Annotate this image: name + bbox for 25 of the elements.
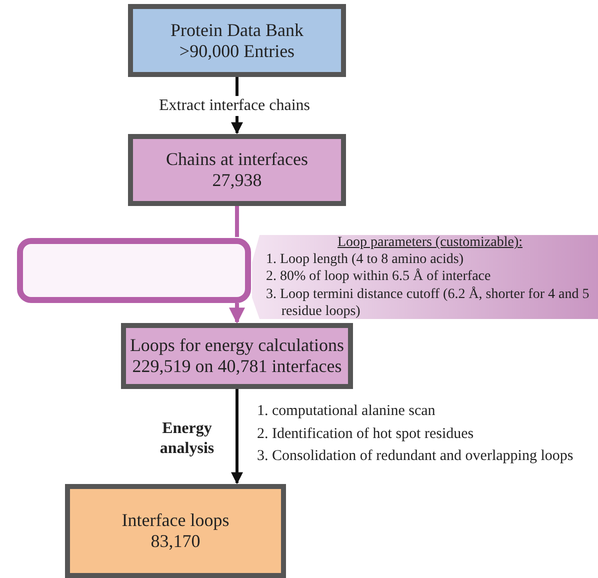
step-note: 2. Identification of hot spot residues [257,424,475,444]
box-count: 229,519 on 40,781 interfaces [132,356,342,377]
box-count: 83,170 [150,531,200,552]
process-box [65,484,286,578]
box-title: Loops for energy calculations [130,335,344,356]
arrow [231,389,243,484]
tool-box [17,238,251,303]
list-item: 2. 80% of loop within 6.5 Å of interface [266,268,491,286]
process-box [121,323,353,389]
parameter-callout [252,233,598,321]
arrow [229,303,245,324]
process-box [128,4,346,77]
list-item: 1. Loop length (4 to 8 amino acids) [266,251,464,268]
edge-label: Extract interface chains [157,96,312,116]
box-count: >90,000 Entries [179,40,295,62]
box-title: Interface loops [122,510,230,531]
box-title: Protein Data Bank [170,20,304,40]
box-title: Chains at interfaces [166,149,308,170]
step-note: 3. Consolidation of redundant and overlapping loops [257,447,574,466]
process-box [128,134,346,206]
callout-heading: Loop parameters (customizable): [337,234,523,252]
list-item: 3. Loop termini distance cutoff (6.2 Å, shorter for 4 and 5 residue loops) [266,286,590,320]
step-note: 1. computational alanine scan [257,402,436,421]
box-count: 27,938 [212,170,262,191]
connector-line [235,206,239,237]
